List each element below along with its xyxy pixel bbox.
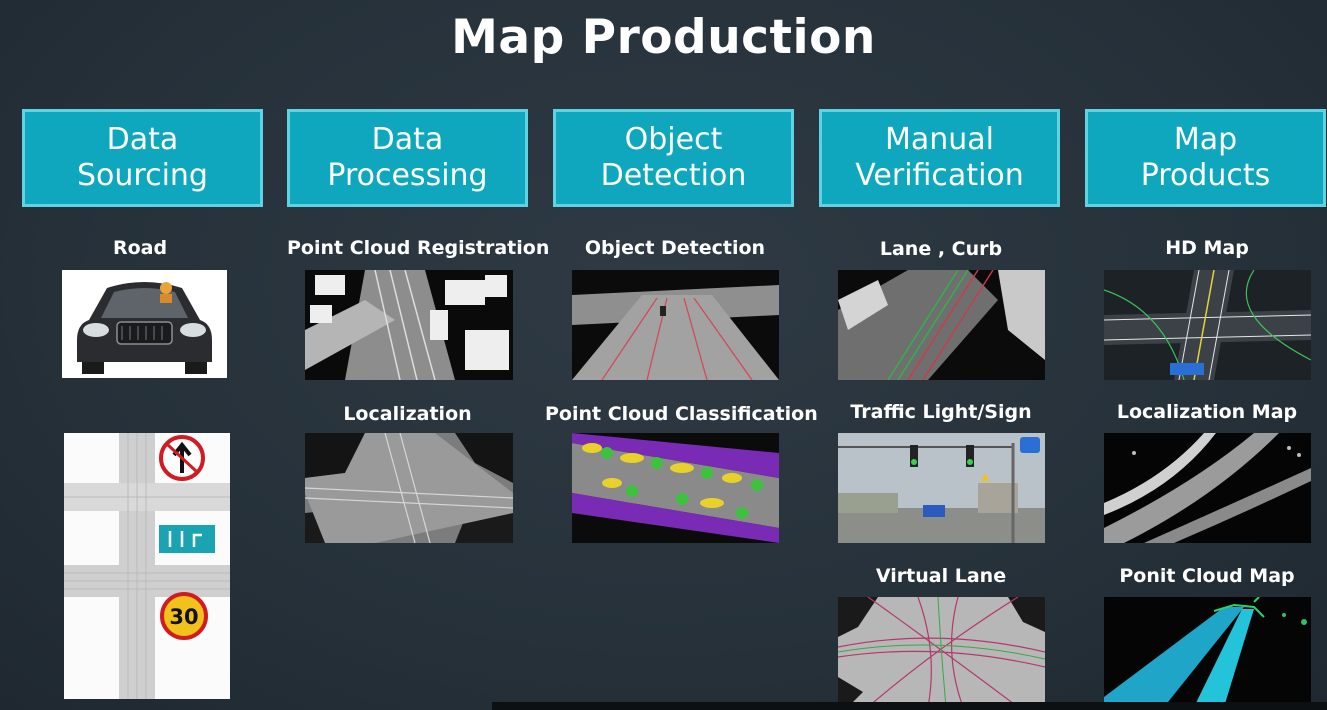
localization-map-image — [1104, 433, 1311, 543]
label-road: Road — [112, 237, 168, 259]
label-virtual-lane: Virtual Lane — [875, 565, 1007, 587]
virtual-lane-image — [838, 597, 1045, 707]
point-cloud-map-image — [1104, 597, 1311, 707]
point-cloud-classification-image — [572, 433, 779, 543]
header-data-processing: Data Processing — [287, 109, 528, 207]
header-object-detection: Object Detection — [553, 109, 794, 207]
hd-map-image — [1104, 270, 1311, 380]
label-localization: Localization — [343, 403, 472, 425]
point-cloud-registration-image — [305, 270, 513, 380]
label-point-cloud-classification: Point Cloud Classification — [545, 403, 818, 425]
label-traffic-light-sign: Traffic Light/Sign — [850, 401, 1032, 423]
header-map-products: Map Products — [1085, 109, 1326, 207]
speed-limit-text: 30 — [169, 605, 198, 629]
lane-curb-image — [838, 270, 1045, 380]
label-lane-curb: Lane , Curb — [879, 238, 1003, 260]
label-localization-map: Localization Map — [1116, 401, 1298, 423]
label-point-cloud-map: Ponit Cloud Map — [1119, 565, 1295, 587]
label-object-detection: Object Detection — [584, 237, 766, 259]
page-title: Map Production — [451, 10, 876, 65]
label-hd-map: HD Map — [1165, 237, 1249, 259]
label-point-cloud-registration: Point Cloud Registration — [287, 237, 550, 259]
object-detection-image — [572, 270, 779, 380]
header-data-sourcing: Data Sourcing — [22, 109, 263, 207]
header-manual-verification: Manual Verification — [819, 109, 1060, 207]
video-control-bar — [492, 702, 1327, 710]
road-map-with-signs-image: 30 — [64, 433, 230, 699]
traffic-light-sign-image — [838, 433, 1045, 543]
localization-image — [305, 433, 513, 543]
road-car-image — [62, 270, 227, 378]
